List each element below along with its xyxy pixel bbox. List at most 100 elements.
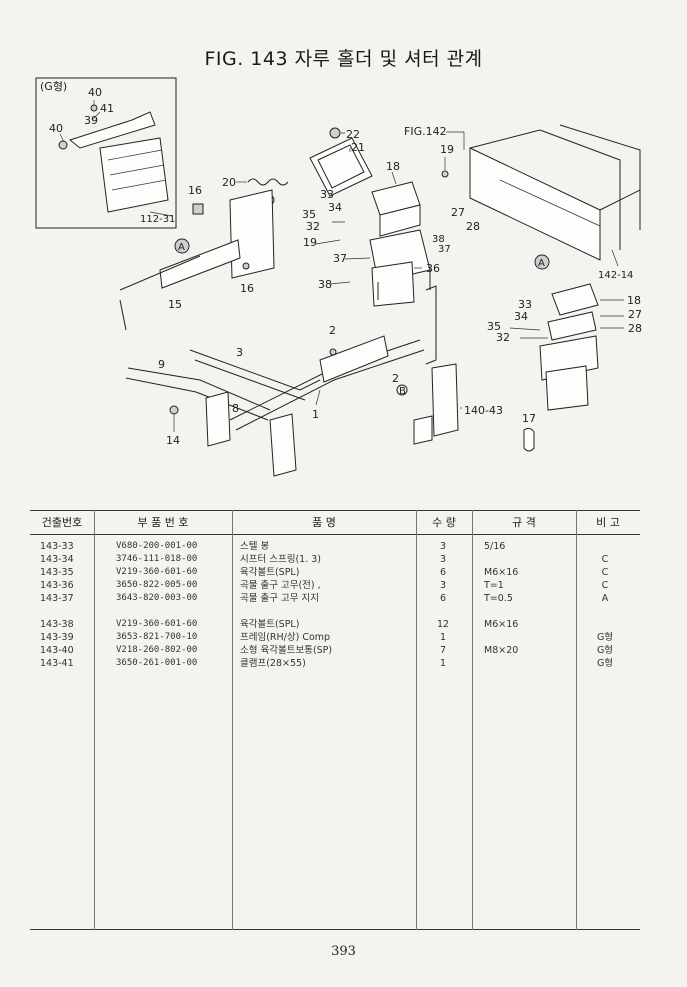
cell-spec: 5/16 [484, 541, 506, 552]
cell-ref: 143-37 [40, 593, 74, 604]
table-row: 143-33 V680-200-001-00 스텔 봉 3 5/16 [30, 540, 640, 553]
cell-part-no: V219-360-601-60 [116, 619, 198, 629]
cell-qty: 7 [439, 645, 447, 656]
cell-ref: 143-36 [40, 580, 74, 591]
cell-name: 시프터 스프링(1. 3) [240, 554, 322, 565]
callout-16b: 16 [240, 282, 254, 295]
callout-40b: 40 [49, 122, 63, 135]
cell-qty: 6 [439, 593, 447, 604]
cell-remark: C [601, 580, 609, 591]
table-row: 143-35 V219-360-601-60 육각볼트(SPL) 6 M6×16… [30, 566, 640, 579]
callout-19b: 19 [303, 236, 317, 249]
cell-spec: M6×16 [484, 619, 519, 630]
cell-part-no: 3650-822-005-00 [116, 580, 198, 590]
shutter-bar-assembly: 2 1 2 B 140-43 17 [229, 285, 536, 452]
left-bracket-assembly: 16 16 A 15 9 3 8 14 [119, 184, 321, 477]
callout-34b: 34 [514, 310, 528, 323]
col-divider [472, 510, 473, 930]
header-spec: 규 격 [512, 516, 536, 529]
cell-remark: C [601, 554, 609, 565]
col-divider [94, 510, 95, 930]
cell-part-no: 3746-111-018-00 [116, 554, 198, 564]
callout-3: 3 [236, 346, 243, 359]
cell-qty: 1 [439, 658, 447, 669]
cell-name: 육각볼트(SPL) [240, 619, 300, 630]
cell-qty: 6 [439, 567, 447, 578]
callout-27: 27 [451, 206, 465, 219]
cell-ref: 143-39 [40, 632, 74, 643]
callout-28b: 28 [628, 322, 642, 335]
callout-21: 21 [351, 141, 365, 154]
table-row: 143-41 3650-261-001-00 클램프(28×55) 1 G형 [30, 657, 640, 670]
cell-part-no: V219-360-601-60 [116, 567, 198, 577]
callout-38: 38 [432, 234, 445, 245]
circle-ref-a-right: A [538, 258, 545, 269]
callout-36: 36 [426, 262, 440, 275]
col-divider [576, 510, 577, 930]
callout-8: 8 [232, 402, 239, 415]
cell-remark: G형 [596, 658, 614, 669]
callout-28: 28 [466, 220, 480, 233]
cell-part-no: V218-260-802-00 [116, 645, 198, 655]
callout-38b: 38 [318, 278, 332, 291]
callout-27b: 27 [628, 308, 642, 321]
col-divider [416, 510, 417, 930]
parts-table: 건출번호 부 품 번 호 품 명 수 량 규 격 비 고 143-33 V680… [30, 510, 640, 930]
cell-name: 곡물 출구 고무 지지 [240, 593, 319, 604]
callout-40: 40 [88, 86, 102, 99]
cell-part-no: 3653-821-700-10 [116, 632, 198, 642]
circle-ref-b-2: B [399, 386, 406, 397]
callout-1: 1 [312, 408, 319, 421]
callout-20: 20 [222, 176, 236, 189]
cell-qty: 3 [439, 580, 447, 591]
cell-ref: 143-38 [40, 619, 74, 630]
callout-15: 15 [168, 298, 182, 311]
header-ref-no: 건출번호 [41, 516, 83, 529]
cell-name: 곡물 출구 고무(전) , [240, 580, 321, 591]
cell-remark: A [601, 593, 609, 604]
cell-ref: 143-41 [40, 658, 74, 669]
callout-37: 37 [438, 244, 451, 255]
callout-14: 14 [166, 434, 180, 447]
cell-qty: 3 [439, 554, 447, 565]
table-row: 143-40 V218-260-802-00 소형 육각볼트보통(SP) 7 M… [30, 644, 640, 657]
callout-18b: 18 [627, 294, 641, 307]
header-name: 품 명 [312, 516, 336, 529]
cell-spec: T=0.5 [484, 593, 513, 604]
table-row: 143-34 3746-111-018-00 시프터 스프링(1. 3) 3 C [30, 553, 640, 566]
cell-part-no: 3650-261-001-00 [116, 658, 198, 668]
callout-2: 2 [329, 324, 336, 337]
cell-spec: T=1 [484, 580, 504, 591]
callout-32: 32 [306, 220, 320, 233]
page-number: 393 [331, 944, 356, 959]
cell-spec: M6×16 [484, 567, 519, 578]
cell-name: 프레임(RH/상) Comp [240, 632, 331, 643]
cell-ref: 143-35 [40, 567, 74, 578]
callout-16: 16 [188, 184, 202, 197]
col-divider [232, 510, 233, 930]
cell-name: 스텔 봉 [240, 541, 270, 552]
upper-cover-assembly: 22 21 20 B [222, 127, 373, 206]
chute-assembly-right: 33 34 18 27 28 35 32 [487, 283, 642, 411]
cell-qty: 3 [439, 541, 447, 552]
cell-part-no: 3643-820-003-00 [116, 593, 198, 603]
cell-name: 육각볼트(SPL) [240, 567, 300, 578]
page-title: FIG. 143 자루 홀더 및 셔터 관계 [204, 48, 483, 70]
callout-17: 17 [522, 412, 536, 425]
header-part-no: 부 품 번 호 [137, 516, 189, 529]
table-header-rule [30, 534, 640, 535]
cell-part-no: V680-200-001-00 [116, 541, 198, 551]
header-remarks: 비 고 [596, 516, 620, 529]
callout-39: 39 [84, 114, 98, 127]
cell-remark: G형 [596, 632, 614, 643]
cell-name: 클램프(28×55) [240, 658, 306, 669]
callout-142-14: 142-14 [598, 270, 633, 281]
table-row: 143-36 3650-822-005-00 곡물 출구 고무(전) , 3 T… [30, 579, 640, 592]
callout-33: 33 [320, 188, 334, 201]
inset-g-type: (G형) 40 41 39 40 112-31 [35, 77, 177, 229]
callout-32b: 32 [496, 331, 510, 344]
cell-ref: 143-33 [40, 541, 74, 552]
callout-41: 41 [100, 102, 114, 115]
callout-35: 35 [302, 208, 316, 221]
callout-33b: 33 [518, 298, 532, 311]
